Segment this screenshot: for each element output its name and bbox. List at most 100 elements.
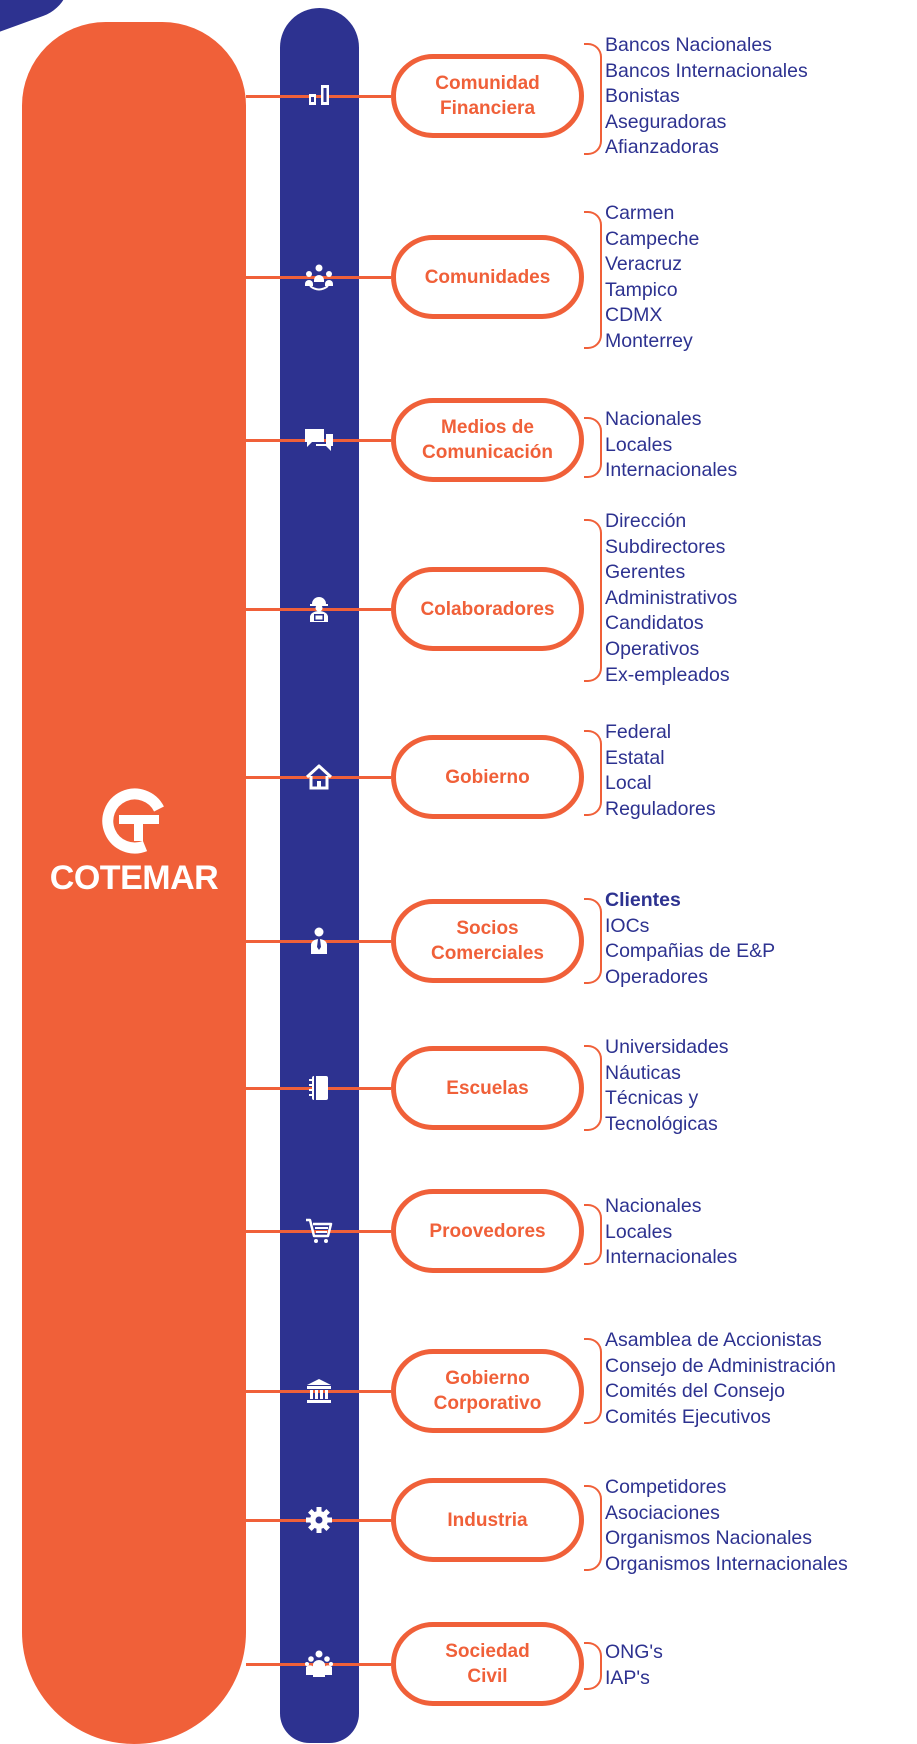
list-item: Tecnológicas: [605, 1112, 718, 1135]
list-item: Asamblea de Accionistas: [605, 1329, 822, 1351]
list-item: Competidores: [605, 1476, 727, 1498]
list-item: Reguladores: [605, 797, 716, 820]
category-comunidades: Comunidades: [391, 235, 584, 319]
institution-icon: [296, 1368, 342, 1414]
list-item: Organismos Nacionales: [605, 1527, 813, 1550]
icon-bar: [280, 8, 359, 1743]
category-medios: Medios de Comunicación: [391, 398, 584, 482]
list-item: Universidades: [605, 1036, 729, 1058]
category-label: Corporativo: [433, 1393, 542, 1414]
list-item: Tampico: [605, 278, 678, 301]
crowd-icon: [296, 1641, 342, 1687]
list-item: Monterrey: [605, 329, 693, 352]
cotemar-logo: COTEMAR: [22, 785, 246, 898]
category-proovedores: Proovedores: [391, 1189, 584, 1273]
bracket: [584, 43, 602, 155]
category-label: Escuelas: [446, 1077, 529, 1099]
list-item: Bancos Internacionales: [605, 59, 808, 82]
category-label: Gobierno: [445, 766, 530, 788]
category-label: Financiera: [439, 98, 536, 119]
bracket: [584, 417, 602, 478]
house-icon: [296, 754, 342, 800]
list-item: Comités Ejecutivos: [605, 1405, 771, 1428]
bars-icon: [296, 73, 342, 119]
list-item: Locales: [605, 1220, 673, 1243]
list-item: Veracruz: [605, 253, 682, 276]
list-item: Nacionales: [605, 1195, 702, 1217]
category-label: Sociedad: [445, 1641, 530, 1662]
list-item: Operadores: [605, 965, 708, 988]
corner-decoration: [0, 0, 81, 33]
category-label: Comunicación: [422, 442, 553, 463]
list-item: Ex-empleados: [605, 663, 730, 686]
bracket: [584, 519, 602, 683]
list-item: Carmen: [605, 202, 675, 224]
connector-line: [246, 95, 391, 98]
category-label: Medios de: [441, 417, 534, 438]
category-label: Industria: [447, 1509, 528, 1531]
category-label: Proovedores: [429, 1220, 546, 1242]
list-item: Dirección: [605, 510, 687, 532]
list-item: Bonistas: [605, 85, 680, 108]
list-item: IAP's: [605, 1666, 650, 1689]
list-item: Local: [605, 772, 652, 795]
bracket: [584, 1642, 602, 1690]
list-item: Locales: [605, 433, 673, 456]
bracket: [584, 211, 602, 349]
list-item: Internacionales: [605, 1246, 738, 1269]
bracket: [584, 898, 602, 985]
list-item: CDMX: [605, 304, 663, 327]
bracket: [584, 730, 602, 817]
list-item: Gerentes: [605, 561, 686, 584]
category-escuelas: Escuelas: [391, 1046, 584, 1130]
bracket: [584, 1045, 602, 1132]
category-label: Comunidades: [424, 266, 551, 288]
category-label: Colaboradores: [420, 598, 555, 620]
list-item: Aseguradoras: [605, 110, 727, 133]
worker-helmet-icon: [296, 586, 342, 632]
list-item: Comités del Consejo: [605, 1380, 785, 1403]
list-item: Asociaciones: [605, 1501, 720, 1524]
category-label: Comunidad: [435, 73, 540, 94]
cotemar-emblem-icon: [102, 788, 164, 854]
connector-line: [246, 1390, 391, 1393]
brand-pill: [22, 22, 246, 1744]
category-label: Comerciales: [430, 943, 544, 964]
list-item: Nacionales: [605, 408, 702, 430]
list-item: Internacionales: [605, 459, 738, 482]
category-label: Socios: [456, 918, 519, 939]
bracket: [584, 1204, 602, 1265]
shopping-cart-icon: [296, 1208, 342, 1254]
list-heading: Clientes: [605, 889, 681, 911]
list-item: Consejo de Administración: [605, 1354, 836, 1377]
category-colaboradores: Colaboradores: [391, 567, 584, 651]
list-item: Bancos Nacionales: [605, 34, 772, 56]
list-item: Náuticas: [605, 1061, 681, 1084]
connector-line: [246, 776, 391, 779]
bracket: [584, 1338, 602, 1425]
category-industria: Industria: [391, 1478, 584, 1562]
list-item: Subdirectores: [605, 535, 726, 558]
list-item: ONG's: [605, 1641, 663, 1663]
gear-icon: [296, 1497, 342, 1543]
list-item: Técnicas y: [605, 1087, 699, 1110]
chat-bubbles-icon: [296, 417, 342, 463]
list-item: Estatal: [605, 746, 665, 769]
category-gobierno: Gobierno: [391, 735, 584, 819]
category-label: Gobierno: [445, 1368, 530, 1389]
list-item: Federal: [605, 721, 672, 743]
